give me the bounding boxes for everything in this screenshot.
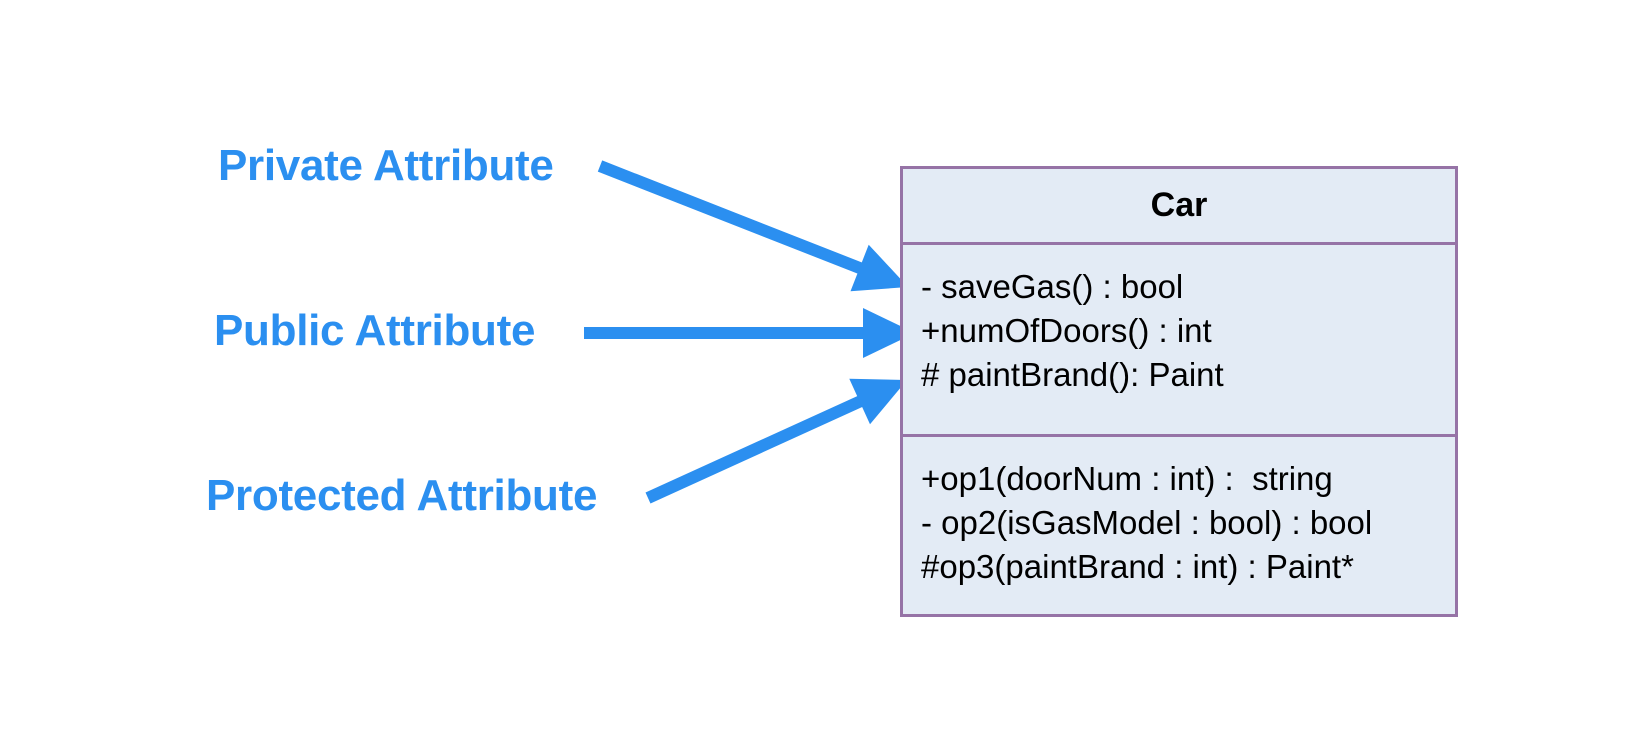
operation-op3: #op3(paintBrand : int) : Paint*	[921, 548, 1354, 585]
protected-attribute-label: Protected Attribute	[206, 471, 598, 520]
private-attribute-label: Private Attribute	[218, 141, 554, 190]
private-arrow	[597, 160, 908, 292]
operation-op2: - op2(isGasModel : bool) : bool	[921, 504, 1373, 541]
protected-arrow	[645, 378, 907, 504]
public-arrow	[584, 308, 915, 358]
operation-op1: +op1(doorNum : int) : string	[921, 460, 1333, 497]
private-arrow-head	[850, 244, 908, 292]
private-arrow-shaft	[597, 160, 866, 276]
attributes-compartment: - saveGas() : bool +numOfDoors() : int #…	[903, 245, 1455, 437]
operations-compartment: +op1(doorNum : int) : string - op2(isGas…	[903, 437, 1455, 589]
public-arrow-head	[863, 308, 915, 358]
uml-class-car: Car - saveGas() : bool +numOfDoors() : i…	[900, 166, 1458, 617]
attribute-public: +numOfDoors() : int	[921, 312, 1212, 349]
protected-arrow-head	[849, 378, 907, 425]
attribute-private: - saveGas() : bool	[921, 268, 1184, 305]
public-attribute-label: Public Attribute	[214, 306, 536, 355]
class-name: Car	[903, 169, 1455, 245]
protected-arrow-shaft	[645, 394, 866, 504]
attribute-protected: # paintBrand(): Paint	[921, 356, 1224, 393]
